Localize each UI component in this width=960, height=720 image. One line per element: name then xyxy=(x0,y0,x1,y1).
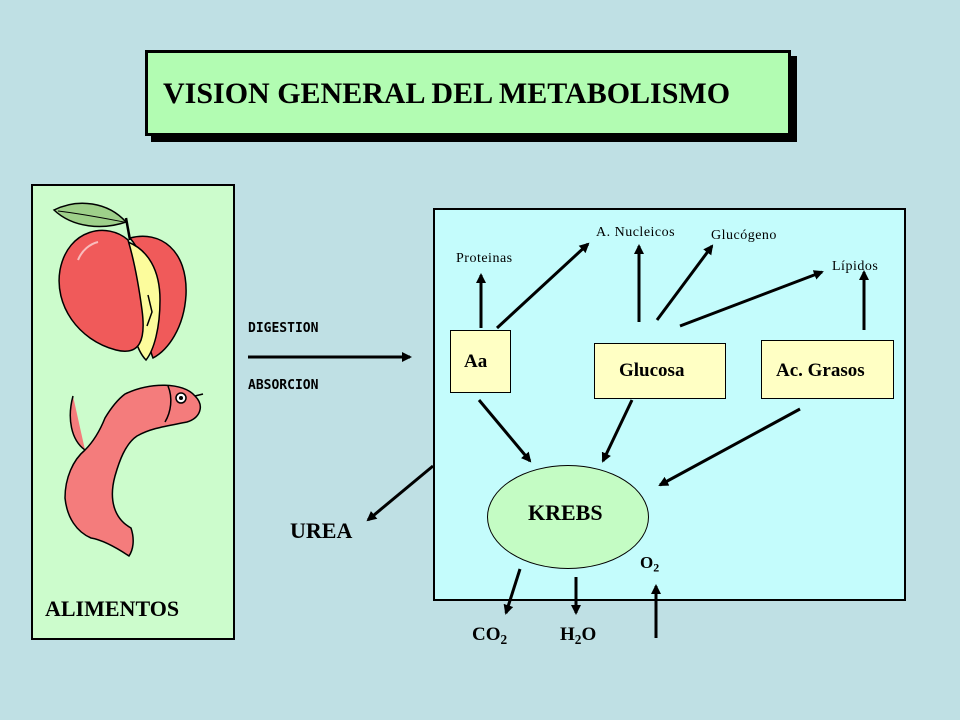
node-glucosa-label: Glucosa xyxy=(619,360,685,381)
o2-base: O xyxy=(640,553,654,572)
apple-icon xyxy=(52,202,187,362)
arrow-krebs-co2 xyxy=(503,568,522,615)
fish-icon xyxy=(64,384,204,558)
co2-label: CO2 xyxy=(472,624,507,648)
absorcion-label: ABSORCION xyxy=(248,378,319,393)
h2o-sub: 2 xyxy=(574,631,582,647)
co2-sub: 2 xyxy=(500,631,508,647)
page-title: VISION GENERAL DEL METABOLISMO xyxy=(163,77,731,110)
node-ac-grasos-label: Ac. Grasos xyxy=(776,360,865,381)
node-glucosa: Glucosa xyxy=(594,343,726,399)
o2-sub: 2 xyxy=(653,560,660,575)
krebs-label: KREBS xyxy=(528,500,603,525)
label-lipidos: Lípidos xyxy=(832,259,879,274)
co2-base: CO xyxy=(472,624,501,645)
arrow-krebs-urea xyxy=(366,464,434,522)
arrow-aa-krebs xyxy=(477,399,532,463)
h2o-post: O xyxy=(581,624,597,645)
arrow-glucosa-lipidos xyxy=(679,270,824,328)
title-box: VISION GENERAL DEL METABOLISMO xyxy=(145,50,791,136)
node-aa: Aa xyxy=(450,330,511,393)
label-a-nucleicos: A. Nucleicos xyxy=(596,225,676,240)
food-label: ALIMENTOS xyxy=(45,596,180,621)
node-aa-label: Aa xyxy=(464,351,488,372)
urea-label: UREA xyxy=(290,518,353,543)
h2o-pre: H xyxy=(560,624,575,645)
o2-label: O2 xyxy=(640,553,659,576)
arrow-glucosa-glucogeno xyxy=(655,244,714,321)
arrow-grasos-krebs xyxy=(658,407,801,487)
h2o-label: H2O xyxy=(560,624,596,648)
digestion-label: DIGESTION xyxy=(248,321,319,336)
arrow-aa-nucleicos xyxy=(495,242,590,330)
node-ac-grasos: Ac. Grasos xyxy=(761,340,894,399)
arrow-glucosa-krebs xyxy=(601,399,634,463)
krebs-cycle: KREBS xyxy=(487,465,649,569)
label-glucogeno: Glucógeno xyxy=(711,228,777,243)
label-proteinas: Proteinas xyxy=(456,251,513,266)
